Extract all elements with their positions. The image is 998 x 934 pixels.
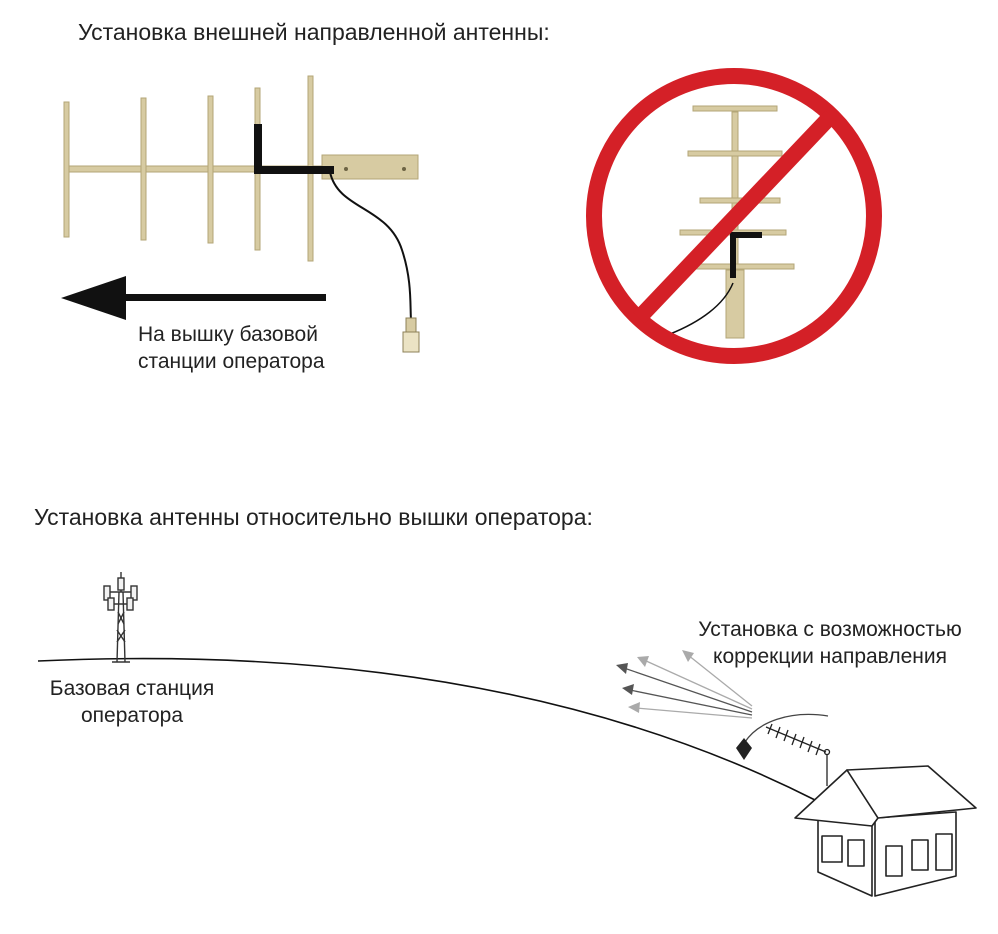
dipole-feed-element: [254, 124, 334, 174]
yagi-antenna-icon: [63, 75, 419, 262]
direction-arrow-icon: [61, 276, 326, 320]
correction-label-line2: коррекции направления: [713, 645, 947, 668]
base-station-label-line1: Базовая станция: [49, 677, 215, 700]
signal-arrows: [616, 650, 753, 719]
cell-tower-icon: [103, 572, 138, 663]
section-bottom-title: Установка антенны относительно вышки опе…: [34, 504, 593, 530]
arrow-label-line1: На вышку базовой: [138, 323, 318, 346]
antenna-cable: [329, 171, 412, 321]
roof-antenna-icon: [765, 723, 831, 786]
prohibition-sign-icon: [586, 68, 882, 364]
arrow-label-line2: станции оператора: [138, 350, 325, 373]
section-top-title: Установка внешней направленной антенны:: [78, 19, 550, 45]
ground-curve: [37, 657, 816, 801]
correction-label-line1: Установка с возможностью: [698, 618, 962, 641]
base-station-label-line2: оператора: [80, 704, 184, 727]
cable-connector-icon: [402, 317, 420, 353]
adjustment-arrow-icon: [736, 713, 829, 760]
house-icon: [794, 765, 977, 897]
